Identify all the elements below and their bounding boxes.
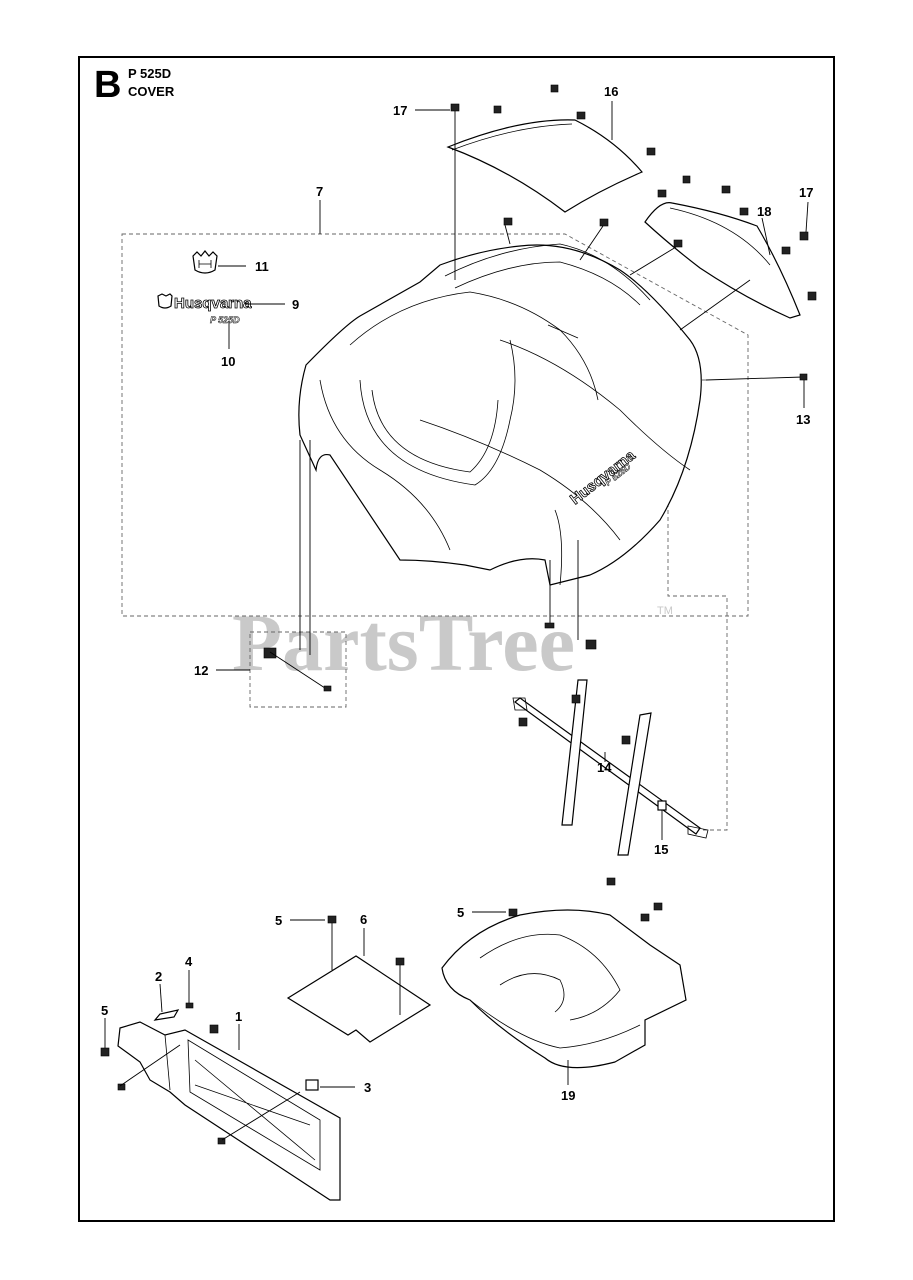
cover-assembly-outline [121,233,749,617]
callout-5b: 5 [457,905,464,920]
part-3-clip [305,1079,319,1091]
callout-1: 1 [235,1009,242,1024]
callout-12: 12 [194,663,208,678]
callout-14: 14 [597,760,612,775]
part-6-plate [286,955,432,1043]
part-2-spring [153,1009,180,1021]
callout-5c: 5 [101,1003,108,1018]
callout-9: 9 [292,297,299,312]
section-title: COVER [128,84,175,99]
part-10-model-decal: P 525D [210,315,240,325]
cover-bottom-fasteners [544,540,597,650]
watermark-tm: TM [657,605,673,617]
callout-3: 3 [364,1080,371,1095]
watermark-text: PartsTree [232,597,575,688]
part-4-screw [185,1002,194,1009]
callout-7: 7 [316,184,323,199]
part-13-pin [705,373,808,381]
part-14-bracket-frame [512,679,709,856]
part-19-lower-housing [441,909,687,1069]
clip-group-outline [249,631,347,708]
callout-18: 18 [757,204,771,219]
decal-brand-text: Husqvarna [174,295,252,312]
part-18-side-panel [644,202,801,319]
callout-13: 13 [796,412,810,427]
callout-15: 15 [654,842,668,857]
callout-2: 2 [155,969,162,984]
callout-leaders [104,101,809,1088]
callout-10: 10 [221,354,235,369]
callout-16: 16 [604,84,618,99]
callout-17a: 17 [393,103,407,118]
part-16-top-panel [446,119,643,213]
callout-11: 11 [255,259,269,274]
callout-5a: 5 [275,913,282,928]
model-title: P 525D [128,66,172,81]
callout-19: 19 [561,1088,575,1103]
callout-6: 6 [360,912,367,927]
callout-4: 4 [185,954,193,969]
page-frame [78,56,835,1222]
part-12-clip-screw [263,647,332,692]
part-11-crown-emblem [192,250,218,274]
section-letter: B [94,64,122,106]
part-1-lower-panel [117,1021,341,1201]
callout-17b: 17 [799,185,813,200]
part-9-brand-decal: Husqvarna [157,293,253,312]
part-7-main-cover [298,243,702,586]
assembly-lines [119,111,751,1141]
